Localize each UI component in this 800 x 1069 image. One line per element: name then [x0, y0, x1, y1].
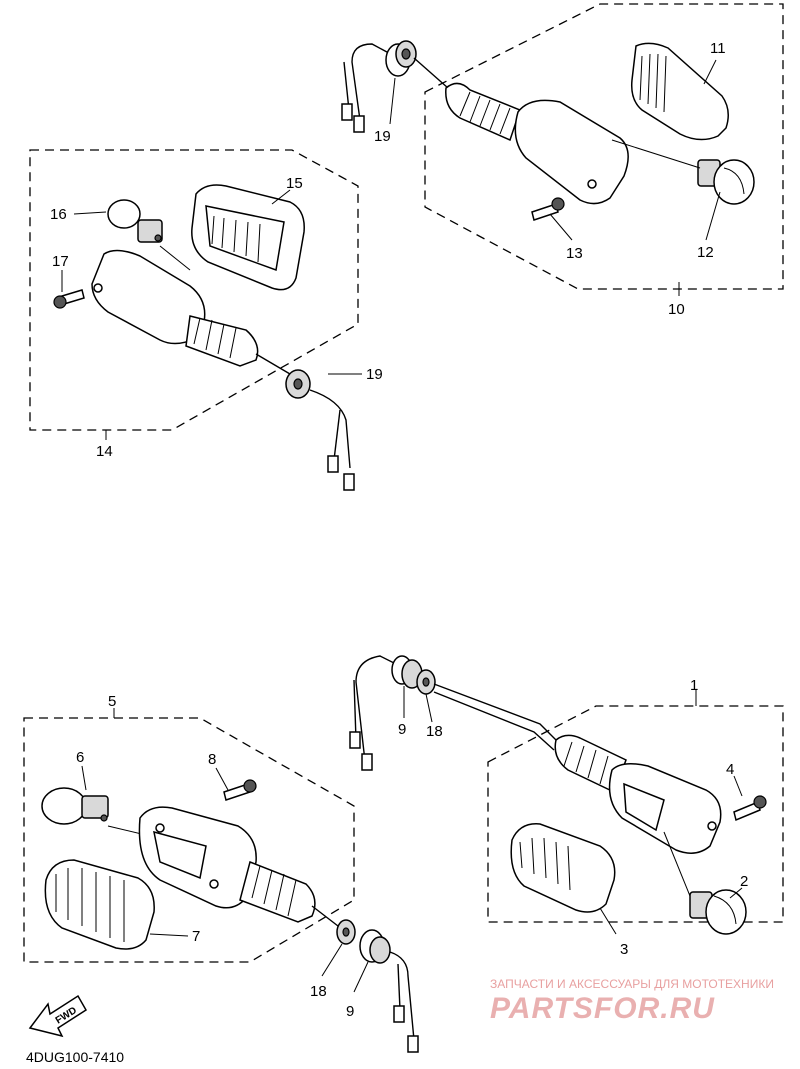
watermark: ЗАПЧАСТИ И АКСЕССУАРЫ ДЛЯ МОТОТЕХНИКИ PA…	[490, 977, 774, 1025]
bulb-2	[689, 889, 747, 935]
callout-1: 1	[690, 677, 698, 694]
lens-11	[630, 42, 729, 141]
assembly-10-group: 19 11 12 13 10	[341, 3, 784, 318]
lens-15	[191, 184, 305, 291]
callout-3: 3	[620, 941, 628, 958]
callout-2: 2	[740, 873, 748, 890]
callout-18-lower: 18	[310, 983, 327, 1000]
callout-11: 11	[710, 40, 726, 57]
collar-18-lower	[336, 919, 356, 945]
callout-18-upper: 18	[426, 723, 443, 740]
callout-9-upper: 9	[398, 721, 406, 738]
grommet-19-left	[285, 369, 311, 399]
assembly-1-group: 1 4 2 3 9 18	[349, 655, 784, 958]
screw-13	[531, 197, 565, 221]
assembly-1-outline	[487, 705, 784, 923]
lens-7	[44, 859, 155, 950]
grommet-9-lower	[359, 929, 391, 964]
callout-8: 8	[208, 751, 216, 768]
callout-5: 5	[108, 693, 116, 710]
watermark-brand: PARTSFOR.RU	[490, 992, 715, 1025]
grommet-19-top	[385, 40, 417, 77]
lens-3	[510, 823, 616, 913]
lamp-housing-1	[608, 763, 722, 854]
assembly-14-outline	[29, 149, 359, 431]
collar-18-upper	[416, 669, 436, 695]
lamp-housing-10	[514, 99, 629, 205]
callout-17: 17	[52, 253, 69, 270]
drawing-code: 4DUG100-7410	[26, 1049, 124, 1065]
callout-6: 6	[76, 749, 84, 766]
screw-17	[53, 289, 85, 309]
callout-13: 13	[566, 245, 583, 262]
callout-12: 12	[697, 244, 714, 261]
callout-19-left: 19	[366, 366, 383, 383]
callout-4: 4	[726, 761, 734, 778]
watermark-tagline: ЗАПЧАСТИ И АКСЕССУАРЫ ДЛЯ МОТОТЕХНИКИ	[490, 977, 774, 991]
callout-19-top: 19	[374, 128, 391, 145]
callout-9-lower: 9	[346, 1003, 354, 1020]
callout-15: 15	[286, 175, 303, 192]
assembly-5-group: 5 6 8 7 18 9	[23, 693, 419, 1053]
assembly-10-outline	[424, 3, 784, 290]
callout-14: 14	[96, 443, 113, 460]
assembly-14-group: 15 16 17 19 14	[29, 149, 383, 491]
screw-8	[223, 779, 257, 801]
fwd-arrow: FWD	[28, 994, 88, 1038]
screw-4	[733, 795, 767, 822]
bulb-16	[107, 199, 163, 243]
bulb-12	[697, 159, 755, 205]
callout-7: 7	[192, 928, 200, 945]
callout-10: 10	[668, 301, 685, 318]
socket-body-14	[185, 315, 259, 367]
bulb-6	[41, 787, 109, 825]
socket-body-10	[445, 82, 521, 142]
callout-16: 16	[50, 206, 67, 223]
socket-body-5	[239, 860, 316, 923]
